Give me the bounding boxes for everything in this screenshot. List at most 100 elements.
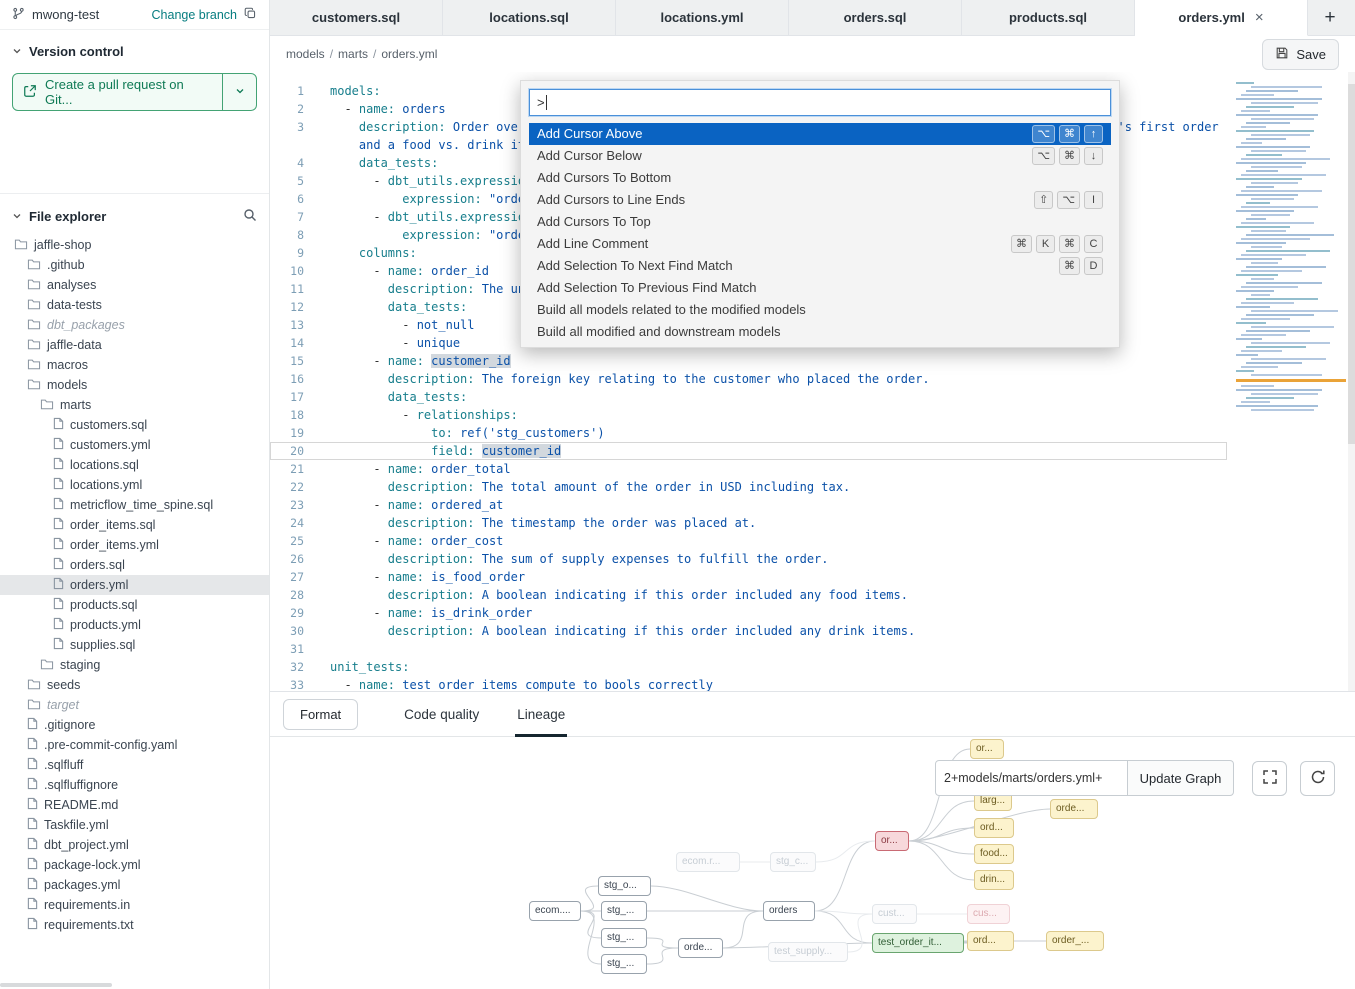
minimap[interactable] — [1236, 82, 1346, 413]
lineage-node-a5[interactable]: food... — [974, 844, 1014, 864]
palette-item[interactable]: Add Cursors To Top — [529, 211, 1111, 233]
code-line[interactable]: 18 - relationships: — [270, 406, 1227, 424]
tree-item-orders.yml[interactable]: orders.yml — [0, 575, 269, 595]
tree-item-supplies.sql[interactable]: supplies.sql — [0, 635, 269, 655]
tree-item-requirements.in[interactable]: requirements.in — [0, 895, 269, 915]
refresh-button[interactable] — [1300, 761, 1335, 796]
version-control-header[interactable]: Version control — [0, 30, 269, 65]
lineage-node-i1[interactable]: test_supply... — [768, 942, 848, 962]
code-line[interactable]: 15 - name: customer_id — [270, 352, 1227, 370]
code-line[interactable]: 17 data_tests: — [270, 388, 1227, 406]
code-line[interactable]: 26 description: The sum of supply expens… — [270, 550, 1227, 568]
change-branch-link[interactable]: Change branch — [152, 8, 237, 22]
code-line[interactable]: 16 description: The foreign key relating… — [270, 370, 1227, 388]
panel-tab-lineage[interactable]: Lineage — [515, 692, 567, 736]
lineage-node-d1[interactable]: stg_o... — [598, 876, 651, 896]
tree-item-package-lock.yml[interactable]: package-lock.yml — [0, 855, 269, 875]
palette-item[interactable]: Add Selection To Next Find Match⌘D — [529, 255, 1111, 277]
tree-item-products.sql[interactable]: products.sql — [0, 595, 269, 615]
vertical-scrollbar[interactable] — [1348, 72, 1355, 691]
tree-item-.sqlfluffignore[interactable]: .sqlfluffignore — [0, 775, 269, 795]
code-line[interactable]: 22 description: The total amount of the … — [270, 478, 1227, 496]
vertical-scrollbar-thumb[interactable] — [1348, 84, 1355, 444]
lineage-node-a6[interactable]: drin... — [974, 870, 1014, 890]
code-line[interactable]: 21 - name: order_total — [270, 460, 1227, 478]
lineage-node-f3[interactable]: cus... — [967, 904, 1010, 924]
code-line[interactable]: 23 - name: ordered_at — [270, 496, 1227, 514]
tree-item-products.yml[interactable]: products.yml — [0, 615, 269, 635]
close-icon[interactable]: × — [1255, 9, 1264, 26]
format-button[interactable]: Format — [283, 699, 358, 730]
code-line[interactable]: 31 — [270, 640, 1227, 658]
lineage-node-a2[interactable]: orde... — [1050, 799, 1098, 819]
lineage-node-e2[interactable]: stg_... — [601, 901, 647, 921]
lineage-node-c2[interactable]: stg_c... — [770, 852, 816, 872]
code-line[interactable]: 24 description: The timestamp the order … — [270, 514, 1227, 532]
horizontal-scrollbar-thumb[interactable] — [0, 983, 112, 987]
tab-orders.sql[interactable]: orders.sql — [789, 0, 962, 35]
lineage-node-j1[interactable]: stg_... — [601, 954, 647, 974]
create-pr-button[interactable]: Create a pull request on Git... — [12, 73, 257, 111]
tab-orders.yml[interactable]: orders.yml× — [1135, 0, 1308, 36]
code-line[interactable]: 27 - name: is_food_order — [270, 568, 1227, 586]
tree-item-order_items.sql[interactable]: order_items.sql — [0, 515, 269, 535]
code-line[interactable]: 29 - name: is_drink_order — [270, 604, 1227, 622]
tree-item-models[interactable]: models — [0, 375, 269, 395]
copy-icon[interactable] — [244, 7, 257, 23]
lineage-node-b1[interactable]: or... — [875, 831, 909, 851]
tree-item-README.md[interactable]: README.md — [0, 795, 269, 815]
tab-locations.yml[interactable]: locations.yml — [616, 0, 789, 35]
tree-item-metricflow_time_spine.sql[interactable]: metricflow_time_spine.sql — [0, 495, 269, 515]
tree-item-staging[interactable]: staging — [0, 655, 269, 675]
tree-item-locations.sql[interactable]: locations.sql — [0, 455, 269, 475]
palette-item[interactable]: Add Line Comment⌘K⌘C — [529, 233, 1111, 255]
palette-item[interactable]: Add Cursors to Line Ends⇧⌥I — [529, 189, 1111, 211]
lineage-node-a1[interactable]: or... — [970, 739, 1004, 759]
code-line[interactable]: 32unit_tests: — [270, 658, 1227, 676]
create-pr-main[interactable]: Create a pull request on Git... — [13, 74, 222, 110]
lineage-node-h1[interactable]: test_order_it... — [872, 933, 964, 953]
tree-item-target[interactable]: target — [0, 695, 269, 715]
tree-item-.gitignore[interactable]: .gitignore — [0, 715, 269, 735]
breadcrumb-item-orders.yml[interactable]: orders.yml — [381, 47, 437, 61]
new-tab-button[interactable]: + — [1308, 0, 1352, 35]
code-line[interactable]: 30 description: A boolean indicating if … — [270, 622, 1227, 640]
tree-item-jaffle-data[interactable]: jaffle-data — [0, 335, 269, 355]
code-line[interactable]: 20 field: customer_id — [270, 442, 1227, 460]
breadcrumb-item-marts[interactable]: marts — [338, 47, 368, 61]
tree-item-customers.sql[interactable]: customers.sql — [0, 415, 269, 435]
tree-item-orders.sql[interactable]: orders.sql — [0, 555, 269, 575]
lineage-node-g2[interactable]: orde... — [678, 938, 723, 958]
tree-item-.sqlfluff[interactable]: .sqlfluff — [0, 755, 269, 775]
palette-item[interactable]: Add Cursors To Bottom — [529, 167, 1111, 189]
tab-customers.sql[interactable]: customers.sql — [270, 0, 443, 35]
lineage-node-e1[interactable]: ecom.... — [529, 901, 581, 921]
create-pr-dropdown[interactable] — [222, 74, 256, 110]
tree-item-.github[interactable]: .github — [0, 255, 269, 275]
tree-item-seeds[interactable]: seeds — [0, 675, 269, 695]
tree-item-dbt_packages[interactable]: dbt_packages — [0, 315, 269, 335]
update-graph-button[interactable]: Update Graph — [1127, 760, 1234, 796]
lineage-node-h3[interactable]: order_... — [1046, 931, 1104, 951]
palette-item[interactable]: Build all models related to the modified… — [529, 299, 1111, 321]
command-palette-input[interactable]: > — [529, 89, 1111, 116]
tree-item-marts[interactable]: marts — [0, 395, 269, 415]
code-line[interactable]: 28 description: A boolean indicating if … — [270, 586, 1227, 604]
lineage-node-f1[interactable]: orders — [763, 901, 815, 921]
save-button[interactable]: Save — [1262, 39, 1339, 70]
fullscreen-button[interactable] — [1252, 761, 1287, 796]
tree-item-locations.yml[interactable]: locations.yml — [0, 475, 269, 495]
palette-item[interactable]: Build all modified and downstream models — [529, 321, 1111, 343]
palette-item[interactable]: Add Selection To Previous Find Match — [529, 277, 1111, 299]
code-line[interactable]: 25 - name: order_cost — [270, 532, 1227, 550]
tree-item-jaffle-shop[interactable]: jaffle-shop — [0, 235, 269, 255]
tree-item-customers.yml[interactable]: customers.yml — [0, 435, 269, 455]
tree-item-dbt_project.yml[interactable]: dbt_project.yml — [0, 835, 269, 855]
tree-item-.pre-commit-config.yaml[interactable]: .pre-commit-config.yaml — [0, 735, 269, 755]
tree-item-macros[interactable]: macros — [0, 355, 269, 375]
lineage-node-h2[interactable]: ord... — [967, 931, 1014, 951]
code-line[interactable]: 19 to: ref('stg_customers') — [270, 424, 1227, 442]
tree-item-order_items.yml[interactable]: order_items.yml — [0, 535, 269, 555]
tree-item-requirements.txt[interactable]: requirements.txt — [0, 915, 269, 935]
lineage-search-input[interactable] — [935, 760, 1128, 796]
